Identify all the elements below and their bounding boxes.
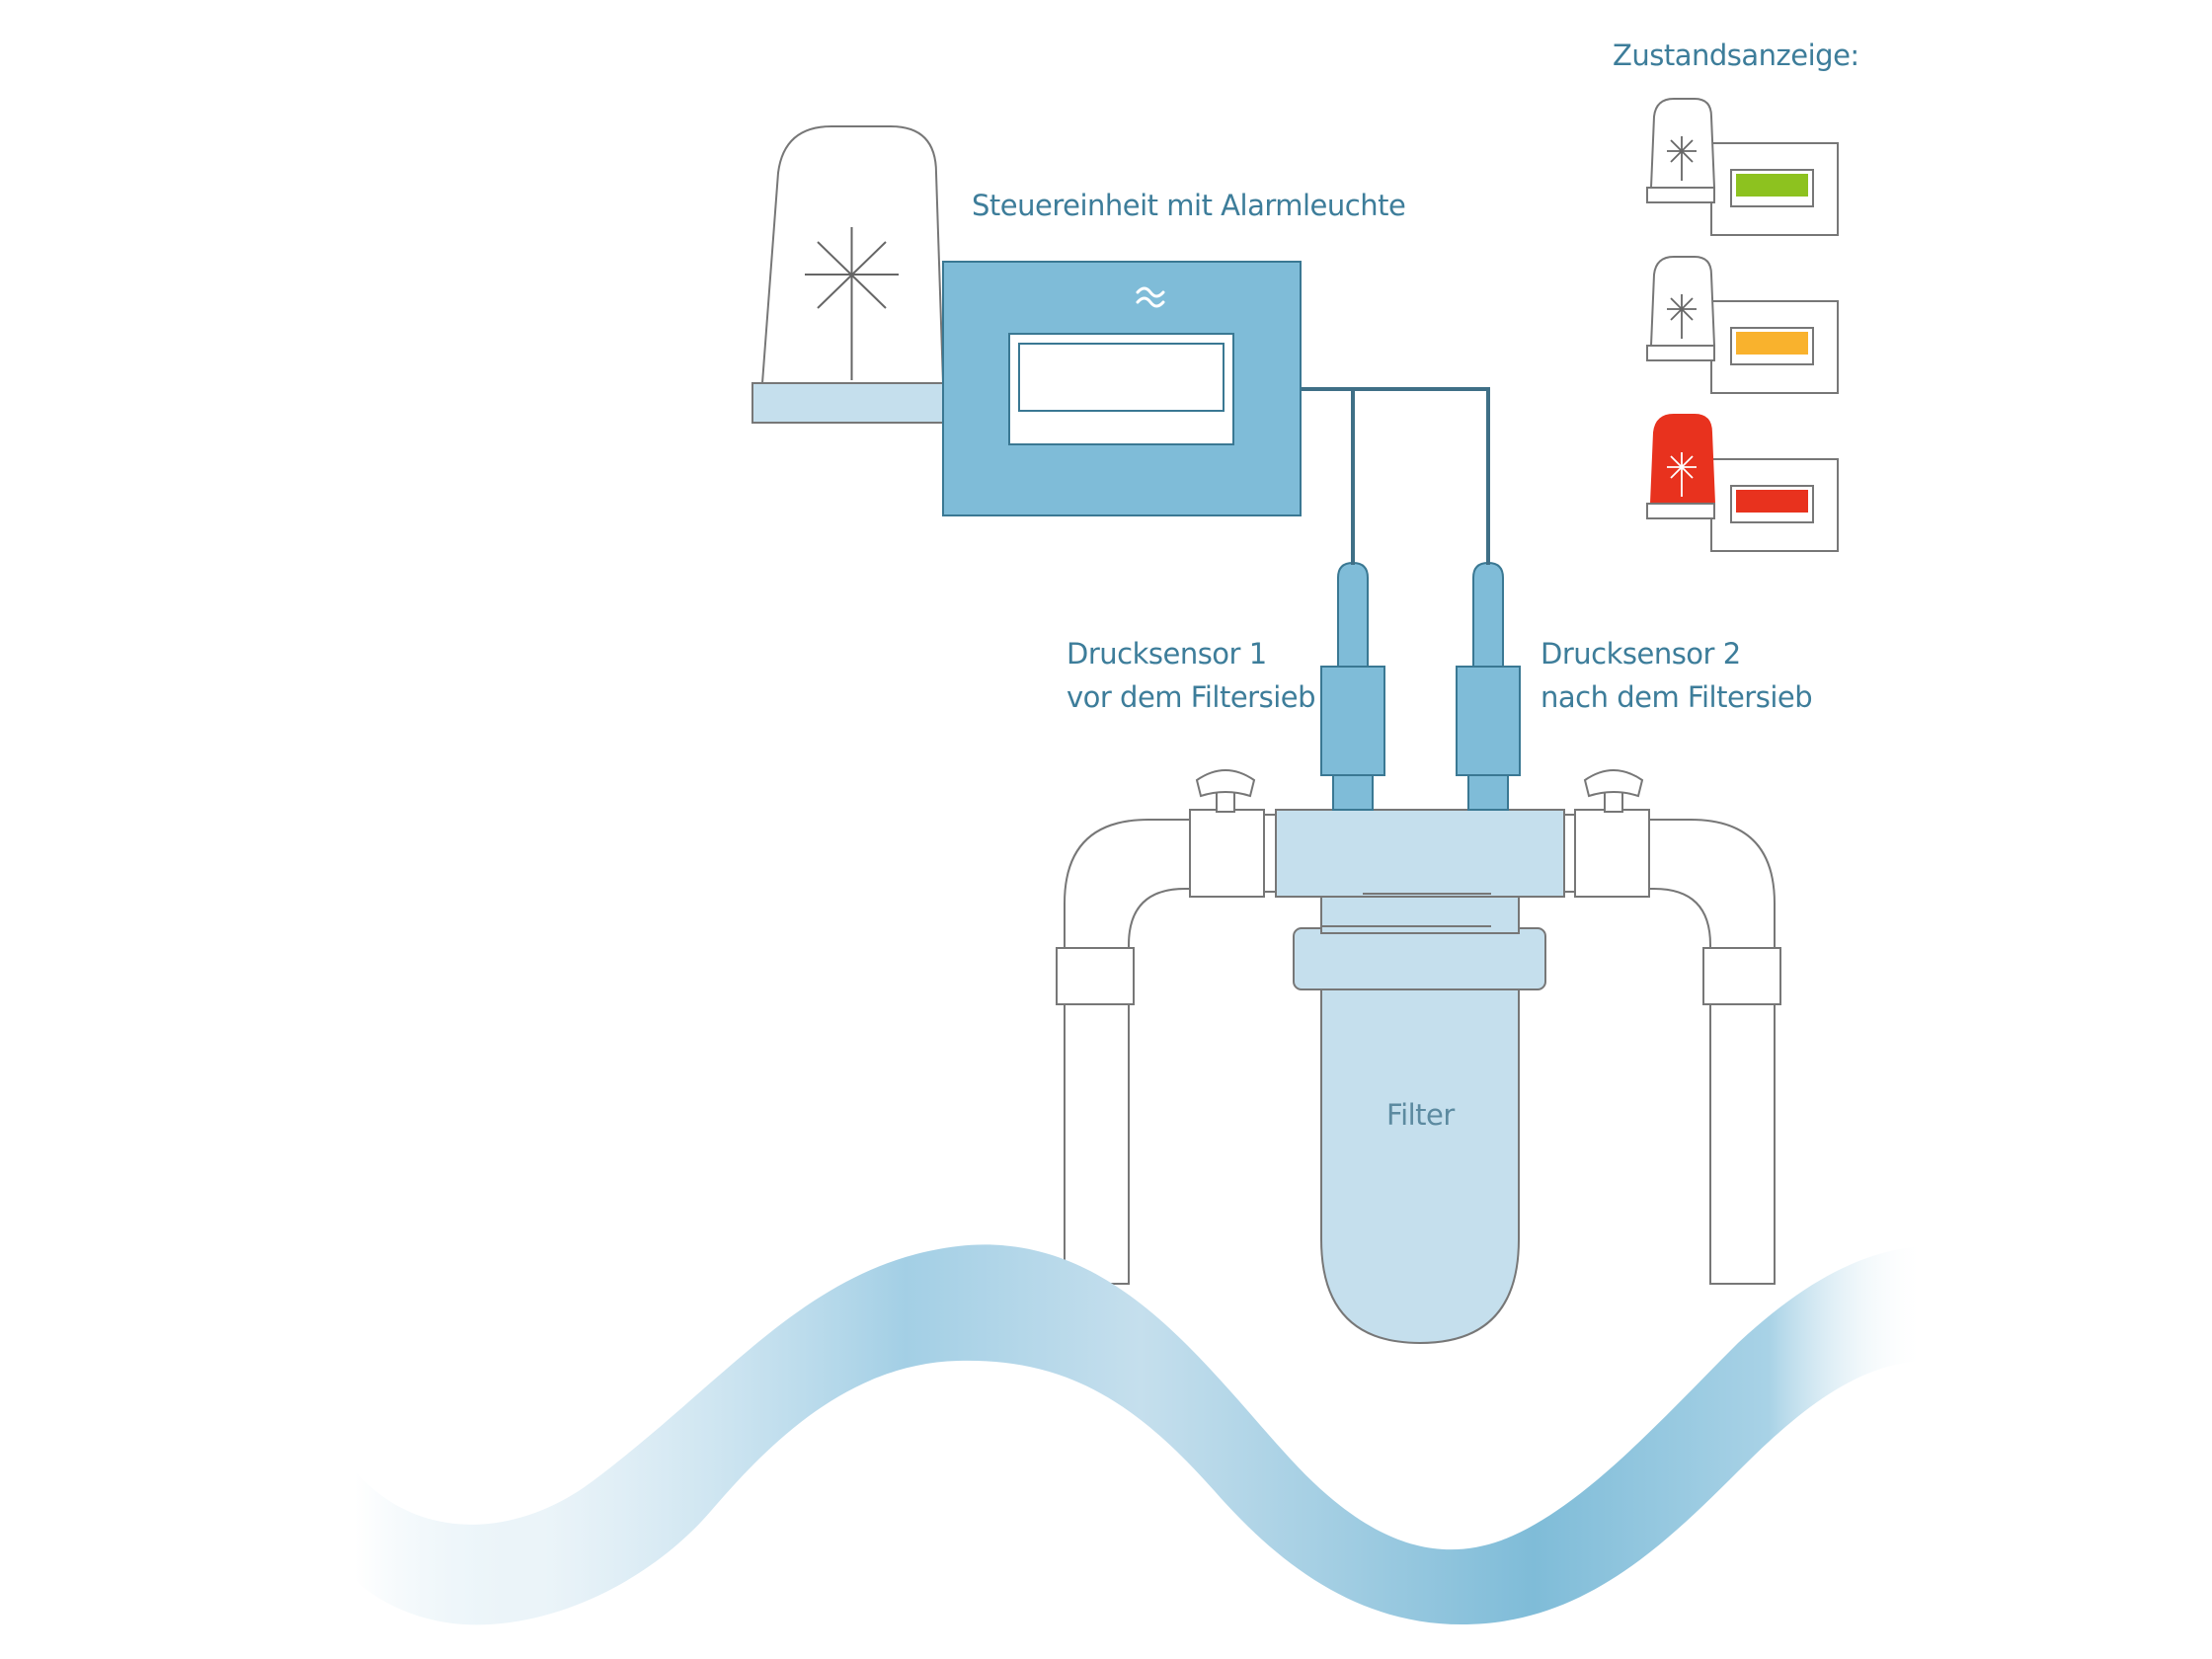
filter-head [1275,809,1565,898]
status-lamp-base [1646,187,1715,203]
sparkle-icon [1667,294,1697,339]
sensor1-label-line2: vor dem Filtersieb [1066,680,1316,714]
control-unit-label: Steuereinheit mit Alarmleuchte [972,189,1406,222]
sensor2-label-line2: nach dem Filtersieb [1540,680,1813,714]
alarm-light [751,125,947,424]
pipe-coupling-right [1702,947,1781,1005]
sparkle-icon [1667,452,1697,497]
alarm-light-base [751,382,947,424]
sensor-cables [1302,387,1490,565]
pressure-sensor-2 [1456,561,1521,811]
pipe-left [1056,819,1196,1285]
status-lamp-base [1646,345,1715,361]
status-lamp [1649,414,1716,505]
sensor2-label-line1: Drucksensor 2 [1540,637,1741,671]
status-display-color [1736,332,1808,355]
pipe-right [1643,819,1781,1285]
status-lamp [1649,256,1716,347]
status-display-color [1736,490,1808,513]
pipe-coupling-left [1056,947,1135,1005]
status-indicators [1646,98,1839,552]
pressure-sensor-1 [1320,561,1385,811]
sensor1-label-line1: Drucksensor 1 [1066,637,1267,671]
filter-nut [1293,927,1546,990]
water-wave [356,1244,1926,1625]
control-unit [942,261,1302,516]
status-indicator-warning [1646,256,1839,394]
wave-logo-icon [1136,286,1165,308]
status-indicator-alarm [1646,414,1839,552]
status-indicator-ok [1646,98,1839,236]
filter-housing [1275,809,1565,1345]
status-heading: Zustandsanzeige: [1613,39,1859,72]
status-display-color [1736,174,1808,197]
status-lamp [1649,98,1716,189]
valve-right [1562,769,1650,898]
sparkle-icon [805,227,899,380]
valve-left [1189,769,1277,898]
filter-bowl [1320,977,1520,1345]
filter-label: Filter [1386,1098,1455,1132]
status-lamp-base [1646,503,1715,519]
sparkle-icon [1667,136,1697,181]
